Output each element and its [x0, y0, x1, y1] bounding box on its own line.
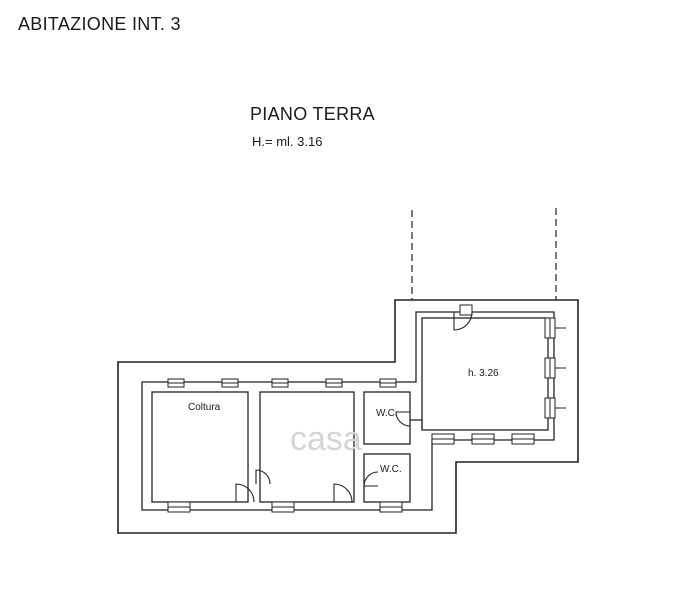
room-middle: [259, 391, 355, 503]
outer-wall-outline: [117, 299, 579, 534]
watermark: casa: [290, 420, 362, 458]
windows-main-bottom: [431, 433, 535, 445]
windows-top: [167, 378, 397, 388]
page-title: ABITAZIONE INT. 3: [18, 14, 181, 34]
room-wc-lower: [363, 453, 411, 503]
floor-title: PIANO TERRA: [250, 104, 375, 124]
doors: [235, 311, 473, 503]
window-main-top: [459, 304, 473, 316]
room-coltura: [151, 391, 249, 503]
room-label-wc-upper: W.C.: [376, 408, 398, 419]
floor-height: H.= ml. 3.16: [252, 134, 323, 149]
windows-bottom: [167, 501, 403, 513]
room-label-coltura: Coltura: [188, 402, 221, 413]
inner-wall-outline: [141, 311, 555, 511]
room-label-main-height: h. 3.26: [468, 368, 499, 379]
room-label-wc-lower: W.C.: [380, 464, 402, 475]
room-wc-upper: [363, 391, 411, 445]
room-main-corridor: [410, 419, 423, 430]
windows-main-right: [544, 317, 566, 419]
